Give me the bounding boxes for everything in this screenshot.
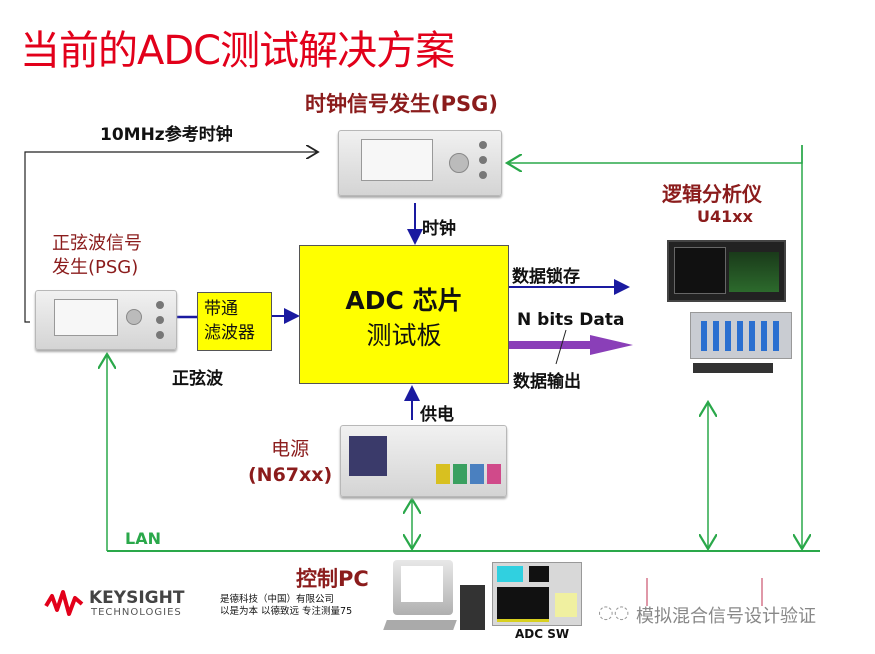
bandpass-filter-line1: 带通: [204, 299, 238, 319]
logic-analyzer-monitor: [667, 240, 786, 302]
keysight-wave-icon: [44, 590, 84, 616]
bandpass-filter-line2: 滤波器: [204, 323, 255, 343]
sine-wave-label: 正弦波: [172, 369, 223, 389]
clock-arrow-label: 时钟: [422, 219, 456, 239]
power-supply-label: 电源 (N67xx): [248, 436, 332, 488]
pc-tower: [460, 585, 485, 630]
sine-psg-label: 正弦波信号 发生(PSG): [52, 232, 142, 280]
control-pc-label: 控制PC: [296, 567, 369, 591]
sine-psg-instrument: [35, 290, 177, 350]
power-supply-label-line2: (N67xx): [248, 464, 333, 486]
watermark-text: 模拟混合信号设计验证: [636, 606, 816, 627]
wechat-icon: ◌◌: [598, 602, 630, 623]
data-output-label: 数据输出: [513, 372, 581, 392]
adc-sw-screenshot: [492, 562, 582, 626]
logic-analyzer-model: U41xx: [697, 207, 753, 226]
lan-label: LAN: [125, 529, 161, 548]
sine-psg-label-line2: 发生(PSG): [52, 257, 139, 278]
ref-clock-label: 10MHz参考时钟: [100, 125, 233, 145]
adc-board-line1: ADC 芯片: [345, 286, 463, 315]
ref-clock-line: [24, 152, 318, 323]
power-supply-label-line1: 电源: [271, 438, 310, 460]
data-arrow: [508, 335, 633, 355]
keyboard: [693, 363, 773, 373]
clock-psg-instrument: [338, 130, 502, 196]
brand-subtitle: TECHNOLOGIES: [91, 607, 182, 618]
data-leader: [555, 329, 567, 365]
page-title: 当前的ADC测试解决方案: [20, 28, 455, 74]
power-supply-instrument: [340, 425, 507, 497]
adc-board-line2: 测试板: [366, 321, 442, 350]
power-arrow-label: 供电: [420, 405, 454, 425]
keysight-logo: [44, 588, 84, 622]
company-text: 是德科技（中国）有限公司 以是为本 以德致远 专注测量75: [220, 594, 352, 618]
bandpass-filter: 带通 滤波器: [197, 292, 272, 351]
clock-psg-label: 时钟信号发生(PSG): [305, 92, 498, 116]
company-line1: 是德科技（中国）有限公司: [220, 594, 335, 605]
adc-sw-label: ADC SW: [515, 627, 570, 641]
lan-clock-psg: [507, 145, 803, 163]
data-latch-label: 数据锁存: [512, 267, 580, 287]
logic-analyzer-label: 逻辑分析仪: [662, 182, 762, 206]
logic-analyzer-mainframe: [690, 312, 792, 359]
brand-name: KEYSIGHT: [89, 588, 185, 608]
n-bits-label: N bits Data: [517, 310, 625, 330]
adc-test-board: ADC 芯片 测试板: [299, 245, 509, 384]
sine-psg-label-line1: 正弦波信号: [52, 233, 142, 254]
company-line2: 以是为本 以德致远 专注测量75: [220, 606, 353, 617]
pc-monitor: [393, 560, 453, 615]
pc-keyboard: [383, 620, 457, 630]
